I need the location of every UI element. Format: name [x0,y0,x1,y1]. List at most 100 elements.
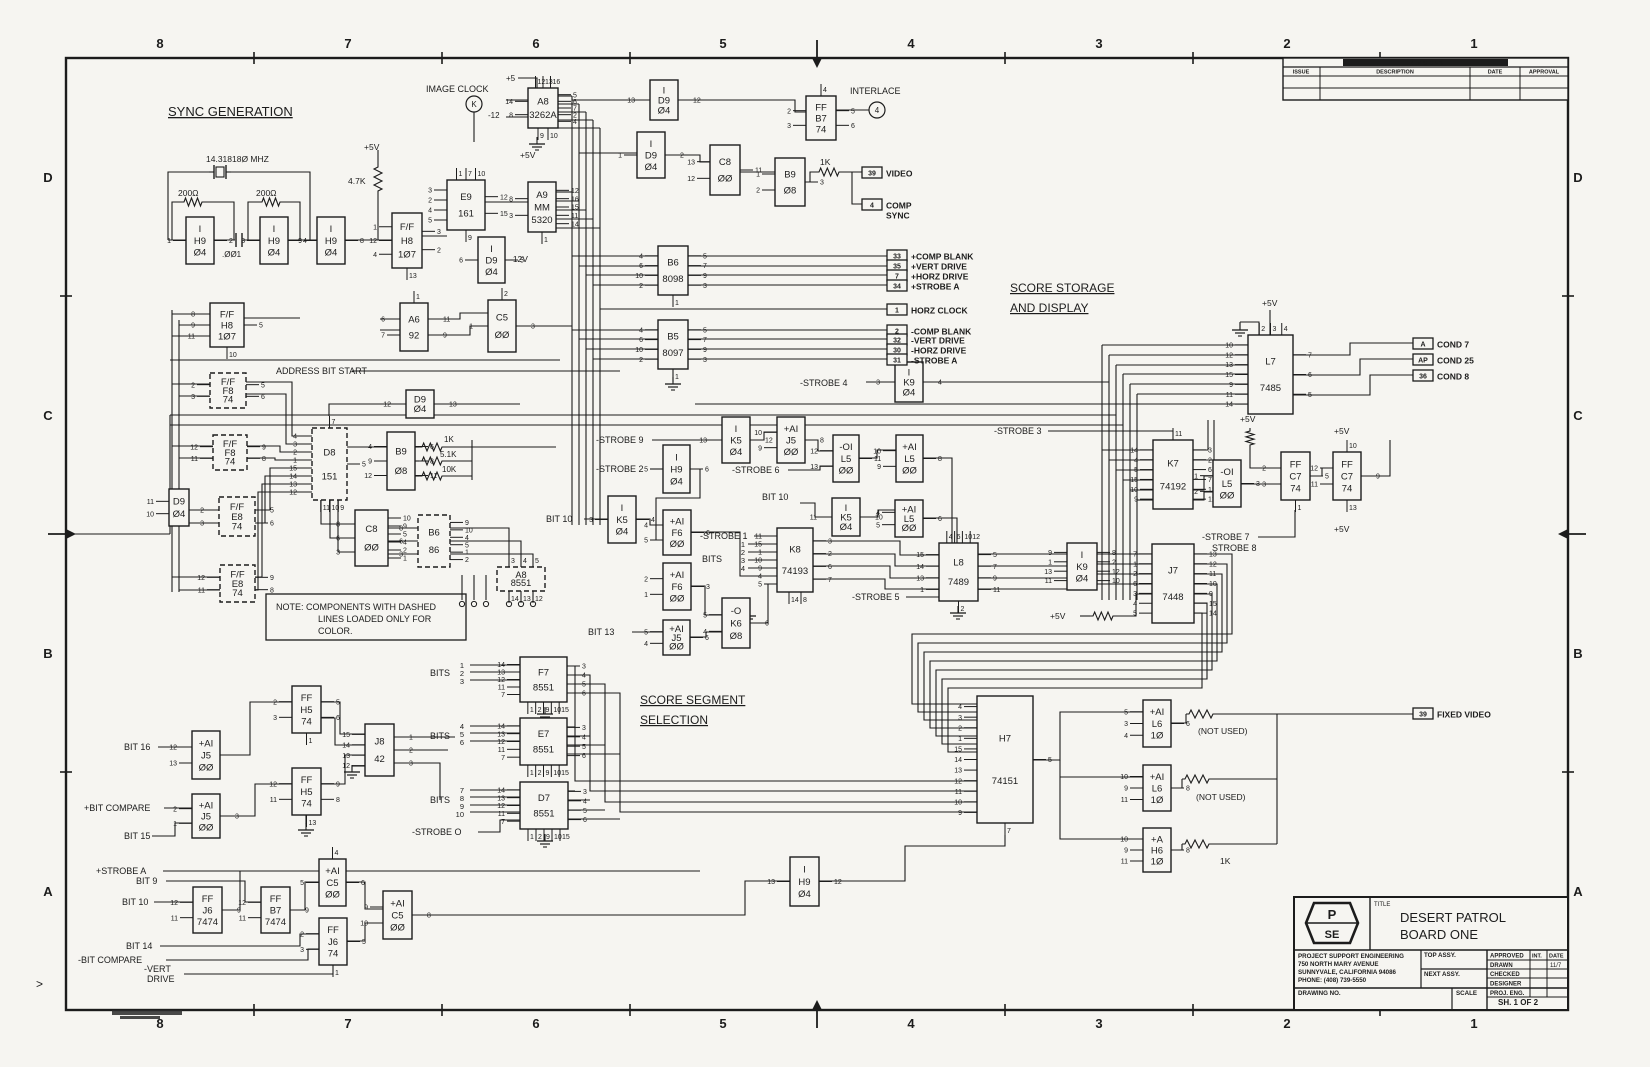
zone-number-top: 3 [1095,36,1102,51]
ic-label: 74193 [782,566,808,577]
resistor [1244,428,1256,448]
schematic-label: 4 [460,722,464,731]
ic-label: C8 [719,157,731,168]
pin-number: 8 [336,797,340,804]
ic-label: F/F [400,222,414,233]
schematic-label: +5V [1334,524,1350,534]
ic-label: H8 [401,236,413,247]
pin-number: 10 [875,515,883,522]
zone-letter-left: B [43,646,52,661]
ic-label: C7 [1289,471,1301,482]
ic-label: Ø4 [616,527,629,538]
ic-body [938,542,979,602]
schematic-label: ADDRESS BIT START [276,366,368,376]
ic-label: J5 [201,750,211,761]
ic-body [311,427,348,501]
border-arrow-head [812,58,822,68]
ic-label: 7448 [1162,592,1183,603]
pin-number: 1 [373,224,377,231]
pin-number: 3 [531,324,535,331]
ic-label: 1Ø [1151,795,1164,806]
pin-number: 6 [361,880,365,887]
ic-label: Ø8 [395,466,408,477]
connector-label: COMP [886,201,912,211]
ic-body [1142,699,1172,748]
ic-label: FF [327,925,339,936]
pin-number: 4 [1133,601,1137,608]
pin-number: 16 [553,79,561,86]
zone-number-bottom: 4 [907,1016,915,1031]
pin-number: 3 [583,789,587,796]
ic-body [1142,827,1172,873]
pin-number: 3 [511,558,515,565]
connector-label: +STROBE A [911,282,960,292]
wire [567,683,977,803]
pin-number: 8 [1186,786,1190,793]
wire [428,312,488,320]
pin-number: 1 [1133,561,1137,568]
ic-label: H9 [670,464,682,475]
zone-number-top: 1 [1470,36,1477,51]
ic-body [657,319,689,370]
ic-label: +AI [902,442,917,453]
pin-number: 5 [261,382,265,389]
company-line: 750 NORTH MARY AVENUE [1298,961,1378,968]
connector-box [861,166,883,179]
schematic-label: LINES LOADED ONLY FOR [318,614,432,624]
pin-number: 5 [336,699,340,706]
schematic-label: 1 [460,661,464,670]
pin-number: 10 [553,770,561,777]
ic-body [607,495,637,544]
ic-label: Ø4 [325,248,338,259]
zone-letter-left: A [43,884,53,899]
pin-number: 12 [364,473,372,480]
sign-row-label: APPROVED [1490,954,1524,960]
pin-number: 14 [289,474,297,481]
ic-label: ØØ [390,922,405,933]
pin-number: 11 [498,811,505,818]
ic-label: I [675,452,678,463]
ic-label: 7489 [948,577,969,588]
wire [691,531,777,577]
pin-number: 3 [1273,326,1277,333]
connector-box [886,303,908,316]
pin-number: 6 [1186,721,1190,728]
pin-number: 13 [767,879,775,886]
pin-number: 11 [443,317,450,324]
pin-number: 3 [1256,481,1260,488]
pin-number: 2 [538,707,542,714]
pin-number: 1 [1048,559,1052,566]
pin-number: 9 [1124,786,1128,793]
ic-label: 8551 [533,682,554,693]
zone-number-top: 5 [719,36,726,51]
pin-number: 9 [443,333,447,340]
schematic-label: 3 [741,556,745,565]
ic-label: 42 [374,754,385,765]
pin-number: 11 [993,587,1000,594]
pin-number: 7 [573,106,577,113]
ic-label: 74 [301,717,312,728]
pin-number: 13 [545,79,553,86]
pin-number: 12 [238,900,246,907]
pin-number: 12 [342,763,350,770]
schematic-label: SCORE SEGMENT [640,693,746,707]
schematic-label: +5 [506,74,516,83]
pin-number: 5 [300,880,304,887]
pin-number: 13 [497,731,505,738]
ic-label: E7 [538,729,550,740]
pin-number: 9 [546,770,550,777]
wire [283,201,301,240]
